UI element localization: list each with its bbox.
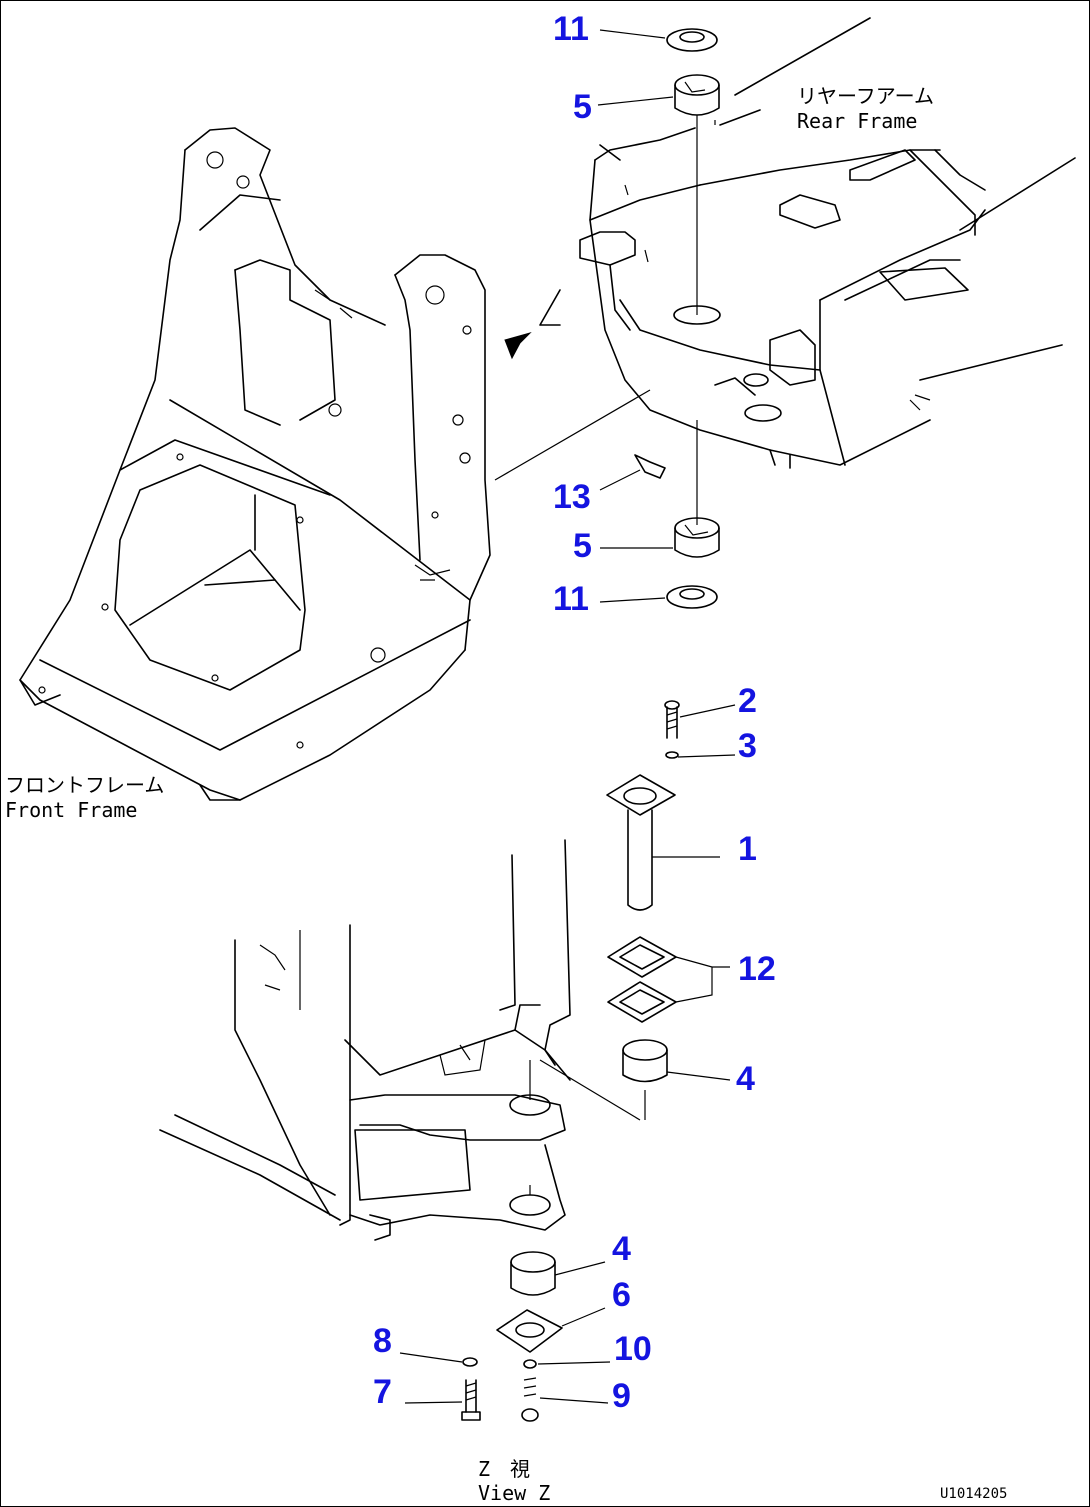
callout-4-top: 4	[736, 1060, 755, 1098]
part-5-top-bearing	[674, 74, 720, 116]
part-11-mid-shim	[666, 585, 718, 609]
callout-12: 12	[738, 950, 776, 988]
callout-11-mid: 11	[553, 580, 589, 618]
front-frame-drawing	[19, 127, 491, 801]
frame-labels: リヤーフアーム Rear Frame フロントフレーム Front Frame …	[5, 84, 1007, 1505]
part-4-top-spacer	[622, 1039, 668, 1083]
part-10-washer	[523, 1359, 537, 1369]
callout-2: 2	[738, 682, 757, 720]
callout-5-mid: 5	[573, 527, 592, 565]
leader-lines	[399, 29, 736, 1404]
callout-8: 8	[373, 1322, 392, 1360]
callout-5-top: 5	[573, 88, 592, 126]
part-3-washer	[665, 751, 679, 759]
view-z-label-jp: Z 視	[478, 1457, 530, 1481]
part-1-pin	[606, 774, 676, 911]
part-2-bolt	[664, 700, 680, 739]
part-5-mid-bearing	[674, 517, 720, 558]
rear-frame-drawing	[494, 17, 1076, 525]
rear-frame-label-jp: リヤーフアーム	[797, 84, 934, 108]
callout-11-top: 11	[553, 10, 589, 48]
part-9-bolt	[521, 1377, 539, 1422]
part-12-shims	[607, 936, 677, 1023]
view-z-assembly	[159, 839, 646, 1241]
part-11-top-shim	[666, 28, 718, 52]
part-13-grease-fitting	[634, 454, 666, 479]
front-frame-label-en: Front Frame	[5, 798, 137, 822]
callout-7: 7	[373, 1373, 392, 1411]
callout-numbers: 11 5 13 5 11 2 3 1 12 4 4 6 8 10 7 9	[373, 10, 776, 1415]
part-8-washer	[462, 1357, 478, 1367]
part-7-bolt	[461, 1379, 481, 1421]
callout-13: 13	[553, 478, 591, 516]
drawing-number: U1014205	[940, 1486, 1007, 1502]
callout-4-bottom: 4	[612, 1230, 631, 1268]
callout-9: 9	[612, 1377, 631, 1415]
callout-6: 6	[612, 1276, 631, 1314]
callout-10: 10	[614, 1330, 652, 1368]
part-6-plate	[496, 1309, 563, 1353]
view-z-label-en: View Z	[478, 1481, 550, 1505]
part-4-bottom-spacer	[510, 1251, 556, 1296]
front-frame-label-jp: フロントフレーム	[5, 773, 164, 797]
callout-3: 3	[738, 727, 757, 765]
callout-1: 1	[738, 830, 757, 868]
rear-frame-label-en: Rear Frame	[797, 109, 917, 133]
